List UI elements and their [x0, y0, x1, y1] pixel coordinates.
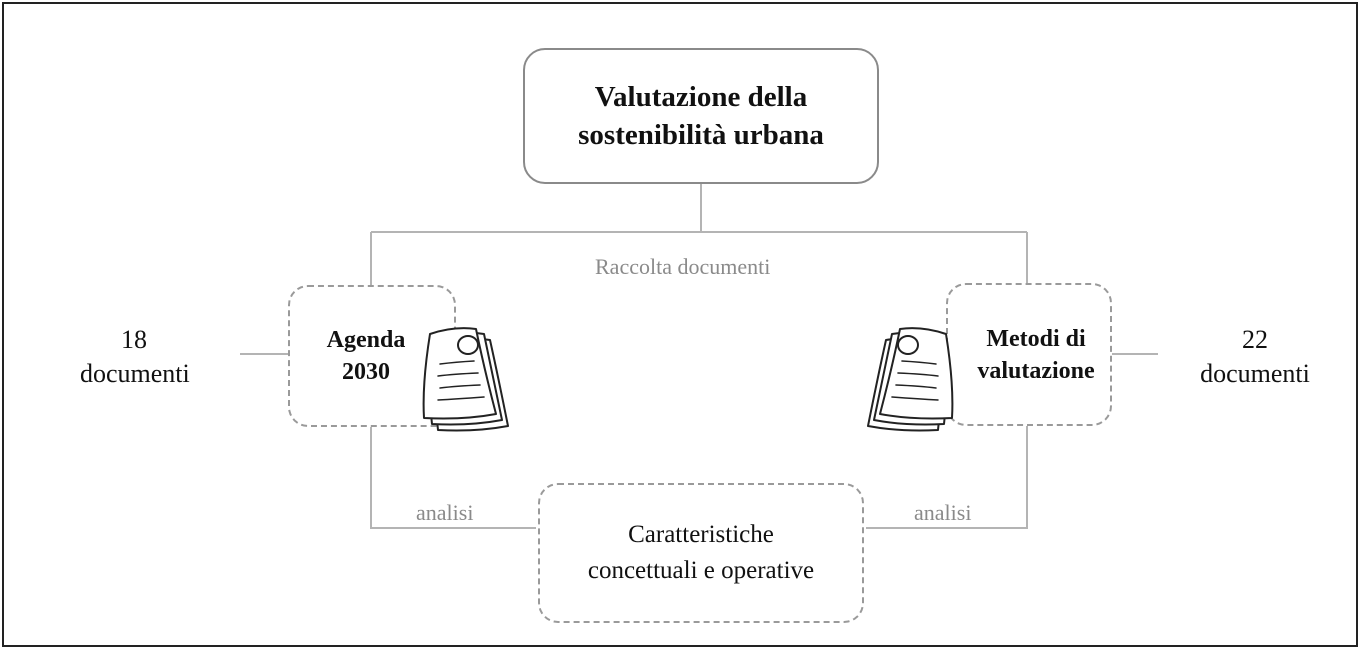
right-count-unit: documenti [1200, 359, 1310, 388]
root-node: Valutazione della sostenibilità urbana [523, 48, 879, 184]
right-document-count: 22 documenti [1195, 323, 1315, 391]
root-node-line-2: sostenibilità urbana [578, 119, 824, 151]
metodi-node-line-1: Metodi di [986, 325, 1086, 352]
right-analysis-line [866, 426, 1028, 529]
left-document-count: 18 documenti [80, 323, 190, 391]
result-node-line-2: concettuali e operative [587, 557, 815, 584]
right-analysis-label: analisi [908, 500, 978, 526]
left-count-unit: documenti [80, 359, 190, 388]
left-count-number: 18 [121, 325, 147, 354]
root-node-line-1: Valutazione della [594, 81, 808, 113]
agenda-node-line-2: 2030 [342, 359, 390, 385]
agenda-node-line-1: Agenda [326, 327, 406, 353]
documents-stack-icon [422, 327, 509, 432]
documents-stack-icon [867, 327, 954, 432]
caratteristiche-node: Caratteristiche concettuali e operative [538, 483, 864, 623]
result-node-line-1: Caratteristiche [628, 521, 774, 548]
metodi-node-line-2: valutazione [977, 357, 1095, 384]
right-count-number: 22 [1242, 325, 1268, 354]
left-analysis-label: analisi [410, 500, 480, 526]
left-analysis-line [370, 427, 536, 529]
collection-label: Raccolta documenti [591, 254, 775, 280]
metodi-valutazione-node: Metodi di valutazione [946, 283, 1112, 426]
